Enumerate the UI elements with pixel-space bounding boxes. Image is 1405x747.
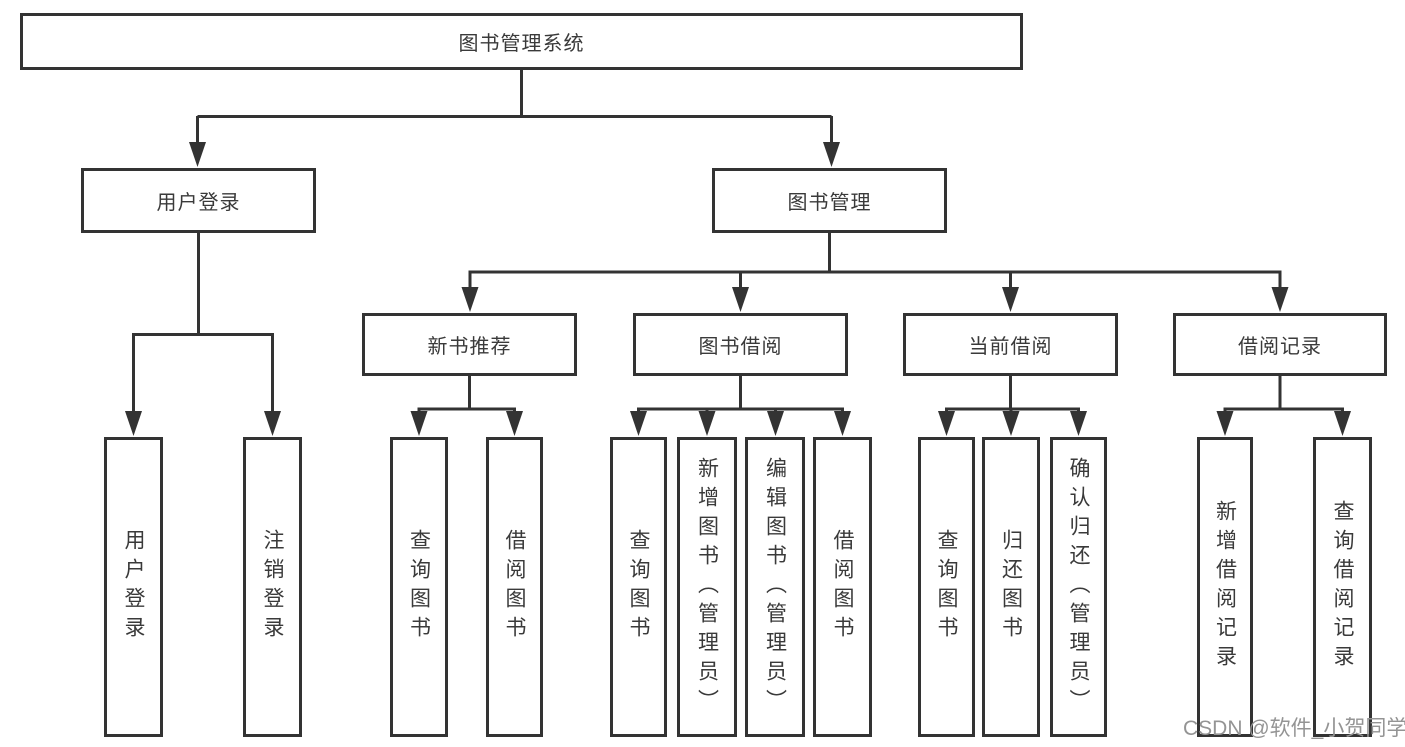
node-current-borrowing: 当前借阅 [903,313,1118,376]
connector-borrow-record-to-leaves [1216,375,1351,436]
node-leaf-add-books-admin: 新增图书（管理员） [677,437,737,737]
node-root-label: 图书管理系统 [458,33,585,55]
node-book-borrowing: 图书借阅 [633,313,848,376]
node-leaf-query-books-2-label: 查询图书 [627,529,650,645]
node-leaf-borrow-books-1: 借阅图书 [486,437,543,737]
node-leaf-add-borrow-record-label: 新增借阅记录 [1213,500,1237,674]
node-borrowing-records-label: 借阅记录 [1238,336,1322,358]
connector-book-borrow-to-leaves [630,375,851,436]
node-new-book-recommendation-label: 新书推荐 [427,336,512,358]
node-leaf-borrow-books-2: 借阅图书 [813,437,872,737]
connector-user-login-to-leaves [125,233,281,436]
node-leaf-add-borrow-record: 新增借阅记录 [1197,437,1253,737]
node-leaf-query-books-3-label: 查询图书 [935,529,958,645]
connector-root-to-level2 [189,69,840,167]
node-leaf-query-books-1: 查询图书 [390,437,448,737]
node-leaf-add-books-admin-label: 新增图书（管理员） [695,456,719,718]
node-borrowing-records: 借阅记录 [1173,313,1387,376]
node-leaf-return-books-label: 归还图书 [999,529,1023,645]
node-leaf-query-books-1-label: 查询图书 [407,529,431,645]
node-leaf-user-login-label: 用户登录 [122,529,145,645]
node-leaf-borrow-books-1-label: 借阅图书 [503,529,526,645]
node-user-login: 用户登录 [81,168,316,233]
node-leaf-confirm-return-admin: 确认归还（管理员） [1050,437,1107,737]
node-root-system: 图书管理系统 [20,13,1023,70]
node-leaf-user-login: 用户登录 [104,437,163,737]
node-leaf-query-books-3: 查询图书 [918,437,975,737]
connector-current-borrow-to-leaves [938,375,1087,436]
node-leaf-logout: 注销登录 [243,437,302,737]
csdn-watermark: CSDN @软件_小贺同学 [1183,717,1405,740]
connector-new-book-rec-to-leaves [410,375,523,436]
node-leaf-borrow-books-2-label: 借阅图书 [831,529,854,645]
node-leaf-logout-label: 注销登录 [261,529,284,645]
node-leaf-query-books-2: 查询图书 [610,437,667,737]
node-current-borrowing-label: 当前借阅 [968,336,1053,358]
node-book-management-label: 图书管理 [787,192,872,214]
node-new-book-recommendation: 新书推荐 [362,313,577,376]
node-book-management: 图书管理 [712,168,947,233]
node-leaf-edit-books-admin: 编辑图书（管理员） [745,437,805,737]
node-leaf-query-borrow-record-label: 查询借阅记录 [1331,500,1354,674]
node-leaf-query-borrow-record: 查询借阅记录 [1313,437,1372,737]
node-book-borrowing-label: 图书借阅 [698,336,783,358]
connector-book-mgmt-to-level3 [461,233,1289,312]
node-leaf-confirm-return-admin-label: 确认归还（管理员） [1067,456,1090,718]
node-leaf-edit-books-admin-label: 编辑图书（管理员） [763,456,787,718]
node-user-login-label: 用户登录 [156,192,241,214]
node-leaf-return-books: 归还图书 [982,437,1040,737]
